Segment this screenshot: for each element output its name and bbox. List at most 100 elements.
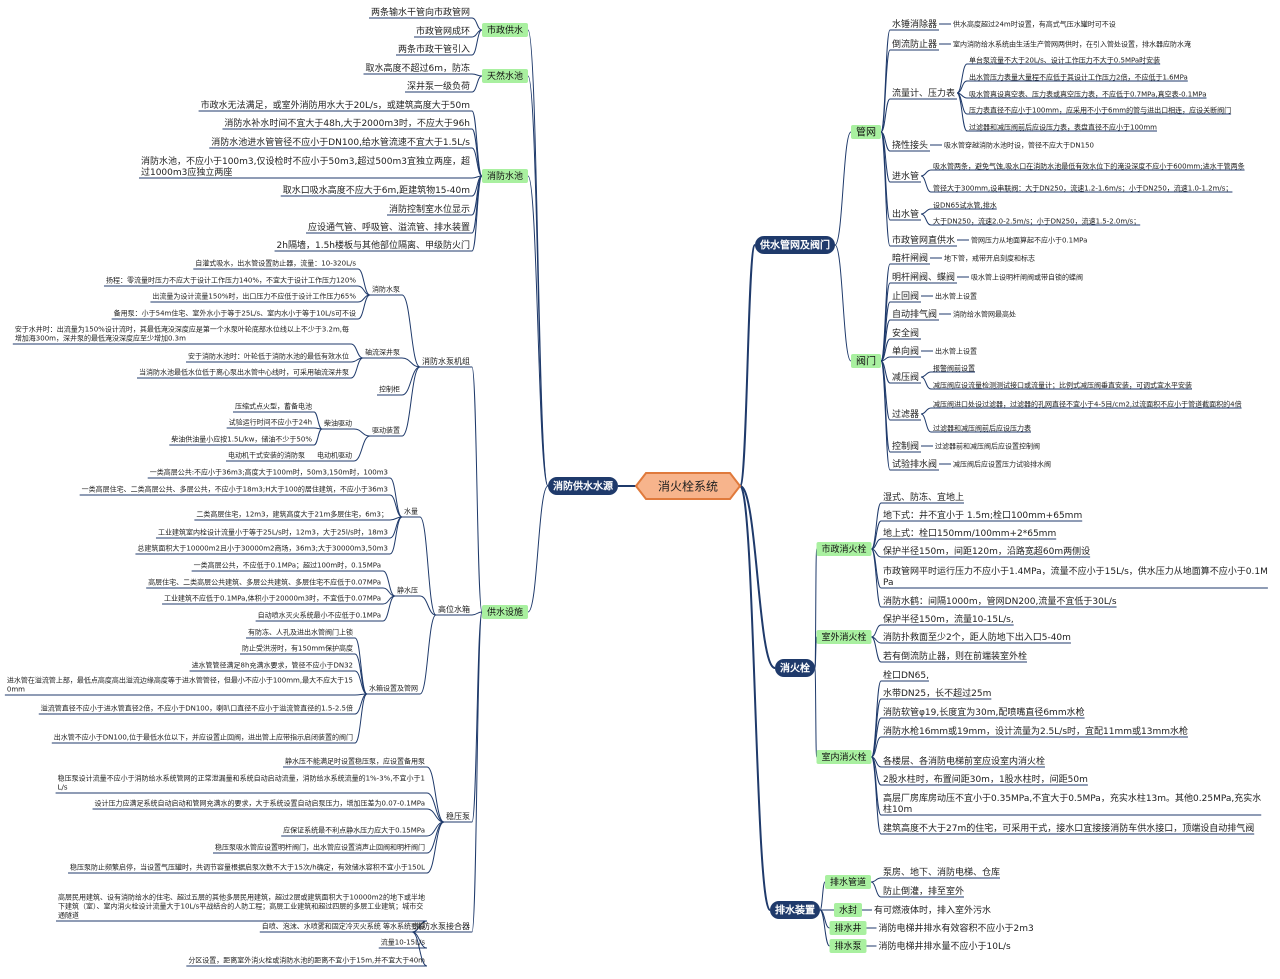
sub-label: 轴流深井泵 xyxy=(365,348,400,357)
hydrant-item-line: 栓口DN65, xyxy=(883,669,929,681)
hydrant-item: 消防扑救面至少2个，距人防地下出入口5-40m xyxy=(883,631,1071,643)
sub-item: 进水管管径满足8h充满水要求，管径不应小于DN32 xyxy=(192,660,353,669)
nodes: 消火栓系统供水管网及阀门消火栓排水装置管网水锤消除器供水高度超过24m时设置，有… xyxy=(7,6,1268,964)
hydrant-item: 各楼层、各消防电梯前室应设室内消火栓 xyxy=(883,755,1045,767)
item-label: 倒流防止器 xyxy=(892,38,937,50)
item-label-line: 试验排水阀 xyxy=(892,458,937,470)
sub-label: 消防水泵 xyxy=(372,285,400,294)
item-note: 管径大于300mm,设串联阀：大于DN250，流速1.2-1.6m/s；小于DN… xyxy=(933,183,1232,192)
item-note: 吸水管两条，避免气蚀,吸水口在消防水池最低有效水位下的淹没深度不应小于600mm… xyxy=(933,161,1245,170)
group-source-1-box xyxy=(481,69,529,83)
item-note: 地下管，戒带开启刻度和标志 xyxy=(944,253,1035,262)
drain-item-line: 消防电梯井排水量不应小于10L/s xyxy=(879,940,1011,952)
facility-item: 通隧道 xyxy=(58,910,79,919)
item-note-line: 大于DN250，流速2.0-2.5m/s；小于DN250，流速1.5-2.0m/… xyxy=(933,216,1140,225)
sub-item: 备用泵：小于54m住宅、室外水小于等于25L/s、室内水小于等于10L/s可不设 xyxy=(114,308,356,317)
hydrant-item: 保护半径150m，流量10-15L/s, xyxy=(883,613,1014,625)
root-node[interactable]: 消火栓系统 xyxy=(634,472,742,500)
sub-item: 溢流管直径不应小于进水管直径2倍，不应小于DN100，喇叭口直径不应小于溢流管直… xyxy=(41,703,353,712)
sub-item: 一类高层公共:不应小于36m3;高度大于100m时，50m3,150m时，100… xyxy=(150,467,388,476)
hydrant-item: 消防水枪16mm或19mm，设计流量为2.5L/s时，宜配11mm或13mm水枪 xyxy=(883,725,1188,737)
group-source-0[interactable]: 市政供水 xyxy=(481,23,529,37)
main-node-right-1[interactable]: 消火栓 xyxy=(775,659,815,677)
hydrant-item: 保护半径150m，间距120m，沿路宽超60m两侧设 xyxy=(883,545,1090,557)
group-hydrant-0[interactable]: 市政消火栓 xyxy=(816,542,872,556)
group-drain-2[interactable]: 排水井 xyxy=(829,921,867,935)
hydrant-item: 高层厂房库房动压不宜小于0.35MPa,不宜大于0.5MPa，充实水柱13m。其… xyxy=(883,792,1261,815)
facility-item: 分区设置，距离室外消火栓或消防水池的距离不宜小于15m,并不宜大于40m xyxy=(188,955,425,964)
sub-item: 出水管不应小于DN100,位于最低水位以下，并应设置止回阀，进出管上应带指示启闭… xyxy=(54,732,353,741)
group-hydrant-2[interactable]: 室内消火栓 xyxy=(816,750,872,764)
item-label-line: 单向阀 xyxy=(892,345,919,357)
group-drain-1[interactable]: 水封 xyxy=(833,903,863,917)
facility-item: 稳压泵防止频繁启停，当设置气压罐时，共调节容量根据启泵次数不大于15次/h确定，… xyxy=(70,862,425,871)
item-note-line: 出水管上设置 xyxy=(935,291,977,300)
sub-item: 高层住宅、二类高层公共建筑、多层公共建筑、多层住宅不应低于0.07MPa xyxy=(148,577,381,586)
sub-item: 当消防水池最低水位低于离心泵出水管中心线时，可采用轴流深井泵 xyxy=(139,367,349,376)
item-label: 试验排水阀 xyxy=(892,458,937,470)
main-node-left[interactable]: 消防供水水源 xyxy=(548,477,618,495)
item-note: 大于DN250，流速2.0-2.5m/s；小于DN250，流速1.5-2.0m/… xyxy=(933,216,1140,225)
item-note-line: 消防给水管网最高处 xyxy=(953,309,1016,318)
sub-item: 防止受洪涝时，有150mm保护高度 xyxy=(242,643,353,652)
item-note-line: 设DN65试水管,排水 xyxy=(933,200,997,209)
group-pipe-network[interactable]: 管网 xyxy=(851,125,881,139)
source-item: 两条市政干管引入 xyxy=(398,43,470,55)
source-item: 深井泵一级负荷 xyxy=(407,80,470,92)
facility-item: 高层民用建筑、设有消防给水的住宅、超过五层的其他多层民用建筑，超过2层或建筑面积… xyxy=(58,892,425,901)
main-node-right-0[interactable]: 供水管网及阀门 xyxy=(755,236,835,254)
item-label: 止回阀 xyxy=(892,290,919,302)
hydrant-item-line: 建筑高度不大于27m的住宅，可采用干式，接水口宜接接消防车供水接口，顶端设自动排… xyxy=(883,822,1254,834)
facility-item: 稳压泵吸水管应设置明杆阀门，出水管应设置消声止回阀和明杆阀门 xyxy=(215,842,425,851)
drain-item: 防止倒灌，排至室外 xyxy=(883,885,964,897)
group-drain-0[interactable]: 排水管道 xyxy=(824,875,872,889)
facility-item: 静水压不能满足时设置稳压泵，应设置备用泵 xyxy=(285,756,425,765)
drain-item: 泵房、地下、消防电梯、仓库 xyxy=(883,866,1000,878)
source-item: 取水高度不超过6m，防冻 xyxy=(366,62,471,74)
item-label: 暗杆闸阀 xyxy=(892,252,928,264)
group-drain-2-label: 排水井 xyxy=(834,922,861,934)
item-note: 减压阀应设流量检测测试接口或流量计；比例式减压阀垂直安装，可调式宜水平安装 xyxy=(933,380,1192,389)
group-hydrant-1[interactable]: 室外消火栓 xyxy=(816,630,872,644)
subgroup-label: 消防水泵接合器 xyxy=(414,921,470,931)
item-label: 单向阀 xyxy=(892,345,919,357)
hydrant-item-line: 柱10m xyxy=(883,803,912,815)
source-item: 消防控制室水位显示 xyxy=(389,203,470,215)
hydrant-item-line: 消防水鹤：间隔1000m，管网DN200,流量不宜低于30L/s xyxy=(883,595,1117,607)
item-note: 单台泵流量不大于20L/s、设计工作压力不大于0.5MPa时安装 xyxy=(969,55,1160,64)
item-label: 流量计、压力表 xyxy=(892,87,955,99)
hydrant-item-line: 2股水柱时，布置间距30m，1股水柱时，间距50m xyxy=(883,773,1088,785)
group-source-0-label: 市政供水 xyxy=(487,24,523,36)
item-note-line: 管网压力从地面算起不应小于0.1MPa xyxy=(971,235,1087,244)
main-node-right-2[interactable]: 排水装置 xyxy=(770,901,820,919)
item-note-line: 减压阀应设流量检测测试接口或流量计；比例式减压阀垂直安装，可调式宜水平安装 xyxy=(933,380,1192,389)
main-node-left-box xyxy=(548,477,618,495)
item-note-line: 吸水管穿越消防水池时设，管径不应大于DN150 xyxy=(944,140,1094,149)
root-label: 消火栓系统 xyxy=(658,479,718,494)
sub-label: 控制柜 xyxy=(379,385,400,394)
item-note-line: 吸水管真设真空表、压力表或真空压力表，不应低于0.7MPa,真空表-0.1MPa xyxy=(969,89,1207,98)
group-valve[interactable]: 阀门 xyxy=(851,354,881,368)
group-supply-facility[interactable]: 供水设施 xyxy=(481,605,529,619)
group-source-1[interactable]: 天然水池 xyxy=(481,69,529,83)
item-note-line: 过滤器和减压阀前后应设压力表，表盘直径不应小于100mm xyxy=(969,122,1157,131)
group-drain-0-label: 排水管道 xyxy=(830,876,866,888)
item-note: 减压阀后应设置压力试验排水阀 xyxy=(953,459,1051,468)
source-item: 过1000m3应独立两座 xyxy=(141,166,232,178)
facility-item: L/s xyxy=(58,783,68,791)
group-source-2-label: 消防水池 xyxy=(487,170,523,182)
group-hydrant-1-label: 室外消火栓 xyxy=(821,631,866,643)
sub-item: 扬程：零流量时压力不应大于设计工作压力140%，不宜大于设计工作压力120% xyxy=(106,275,356,284)
facility-item: 设计压力应满足系统自动启动和管网充满水的要求，大于系统设置自动启泵压力，增加压差… xyxy=(95,798,425,807)
item-note-line: 减压阀后应设置压力试验排水阀 xyxy=(953,459,1051,468)
source-item: 消防水补水时间不宜大于48h,大于2000m3时，不应大于96h xyxy=(224,117,470,129)
group-pipe-network-box xyxy=(851,125,881,139)
group-source-2[interactable]: 消防水池 xyxy=(481,169,529,183)
drive-item: 试验运行时间不应小于24h xyxy=(229,417,312,426)
sub-item: 自灌式吸水，出水管设置防止器，流量：10-320L/s xyxy=(195,258,356,267)
group-drain-3[interactable]: 排水泵 xyxy=(829,939,867,953)
source-item: 市政水无法满足，或室外消防用水大于20L/s，或建筑高度大于50m xyxy=(201,99,470,111)
item-note: 过滤器和减压阀前后应设压力表 xyxy=(933,423,1031,432)
item-note-line: 地下管，戒带开启刻度和标志 xyxy=(944,253,1035,262)
